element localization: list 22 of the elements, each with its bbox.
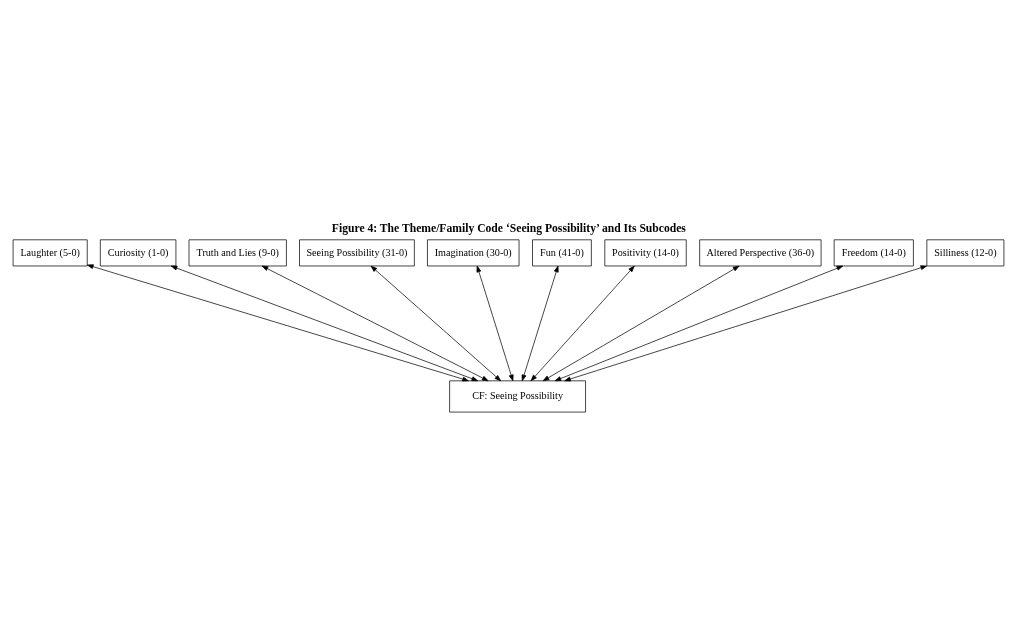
node-box: Truth and Lies (9-0) — [188, 239, 287, 267]
node-box: Silliness (12-0) — [926, 239, 1005, 267]
diagram-title: Figure 4: The Theme/Family Code ‘Seeing Possibility’ and Its Subcodes — [331, 222, 686, 236]
arrow — [87, 264, 469, 382]
node-box: Curiosity (1-0) — [99, 239, 177, 267]
node-box: Laughter (5-0) — [12, 239, 88, 267]
node-box: CF: Seeing Possibility — [449, 380, 586, 413]
node-box: Imagination (30-0) — [427, 239, 520, 267]
arrow — [530, 265, 635, 382]
arrow — [261, 265, 489, 382]
arrow — [542, 265, 740, 382]
node-box: Positivity (14-0) — [604, 239, 687, 267]
arrow — [564, 265, 928, 382]
arrow — [476, 265, 514, 382]
arrow — [554, 265, 844, 382]
arrow — [370, 265, 502, 382]
arrow — [170, 265, 479, 382]
arrow — [521, 265, 559, 382]
node-box: Seeing Possibility (31-0) — [299, 239, 415, 267]
node-box: Freedom (14-0) — [833, 239, 914, 267]
node-box: Fun (41-0) — [532, 239, 592, 267]
node-box: Altered Perspective (36-0) — [699, 239, 822, 267]
